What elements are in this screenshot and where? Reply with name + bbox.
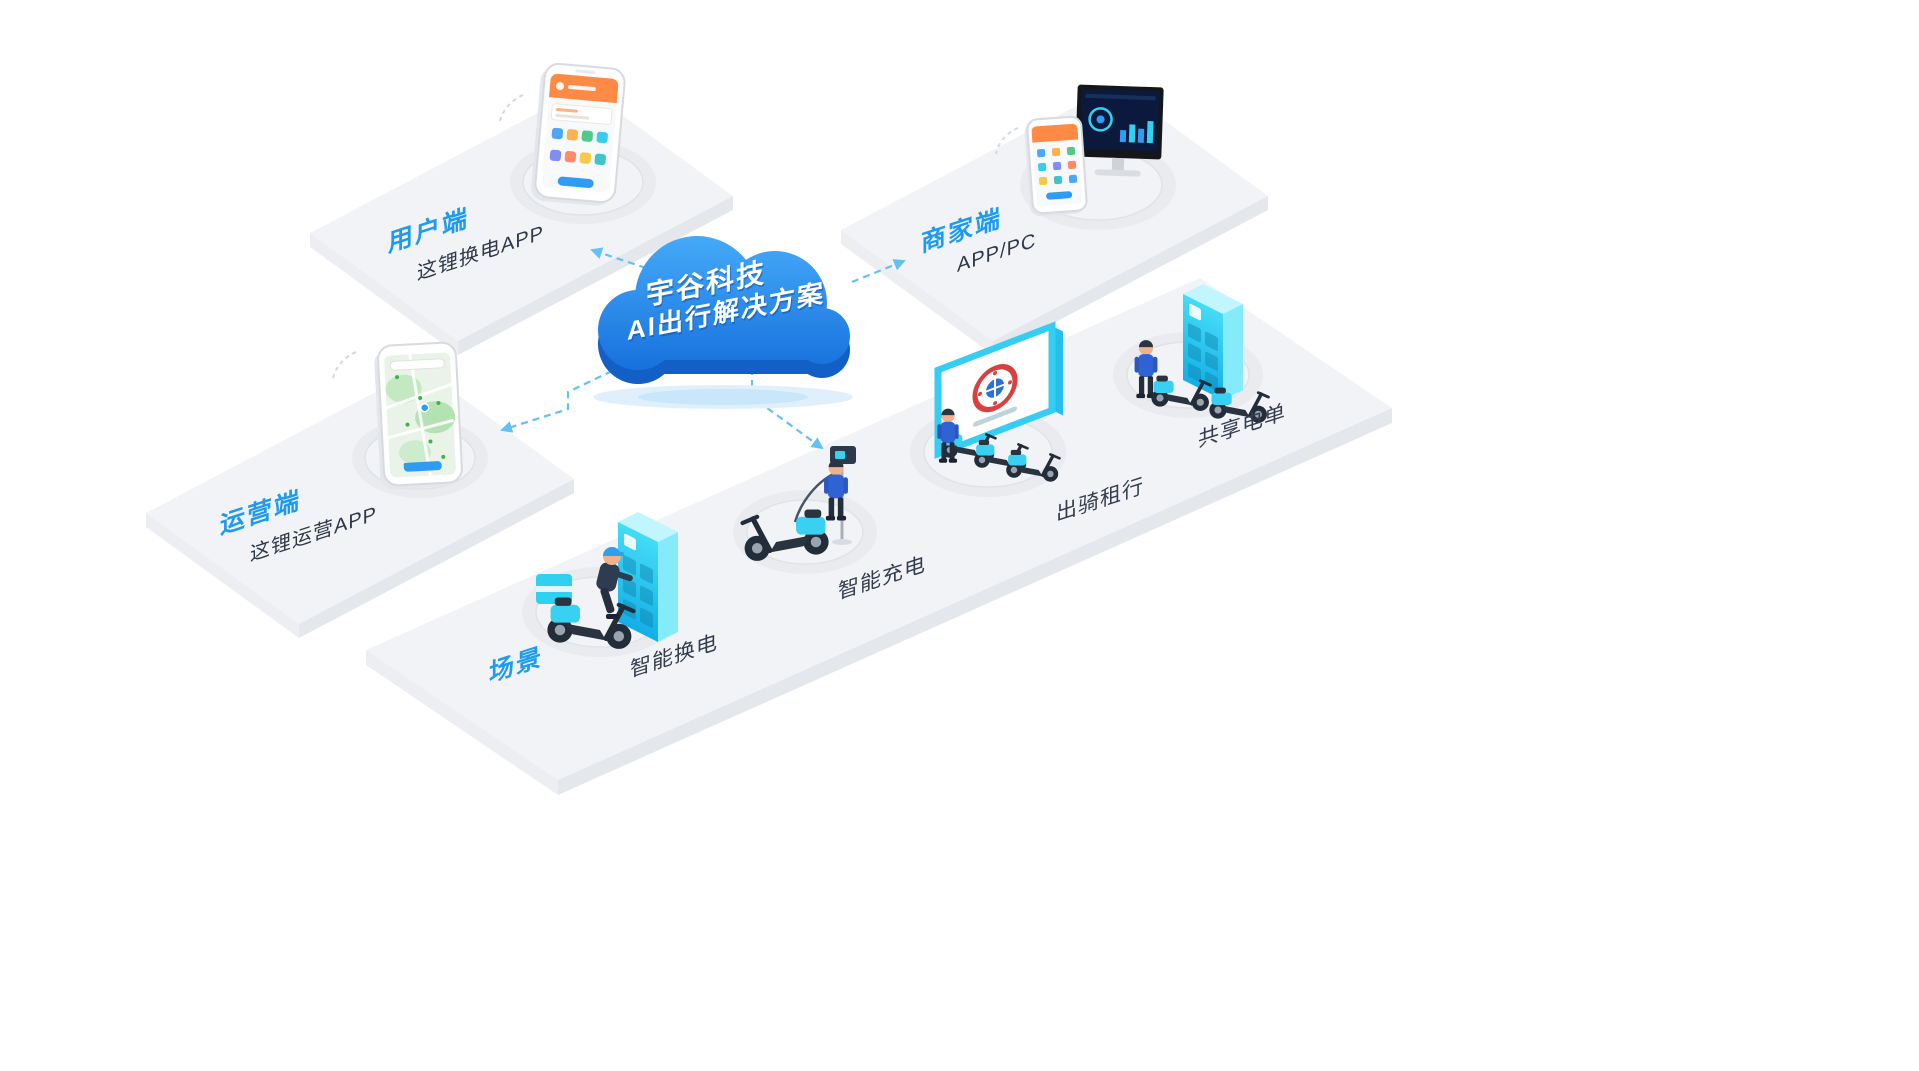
kiosk-logo-icon xyxy=(972,364,1018,413)
shared-bike-cabinet xyxy=(1183,284,1243,400)
delivery-rider xyxy=(536,547,634,649)
decorative-dashes xyxy=(332,94,1019,379)
arrow-to-operator xyxy=(500,370,613,433)
operator-phone-mockup xyxy=(374,341,463,490)
merchant-phone-mockup xyxy=(1024,115,1088,217)
merchant-monitor-mockup xyxy=(1075,84,1164,177)
arrow-to-merchant xyxy=(851,259,906,284)
rental-kiosk xyxy=(934,321,1063,459)
solution-cloud xyxy=(593,236,853,409)
user-phone-mockup xyxy=(531,62,626,206)
arrow-to-user xyxy=(590,247,647,270)
battery-swap-cabinet xyxy=(618,512,678,642)
